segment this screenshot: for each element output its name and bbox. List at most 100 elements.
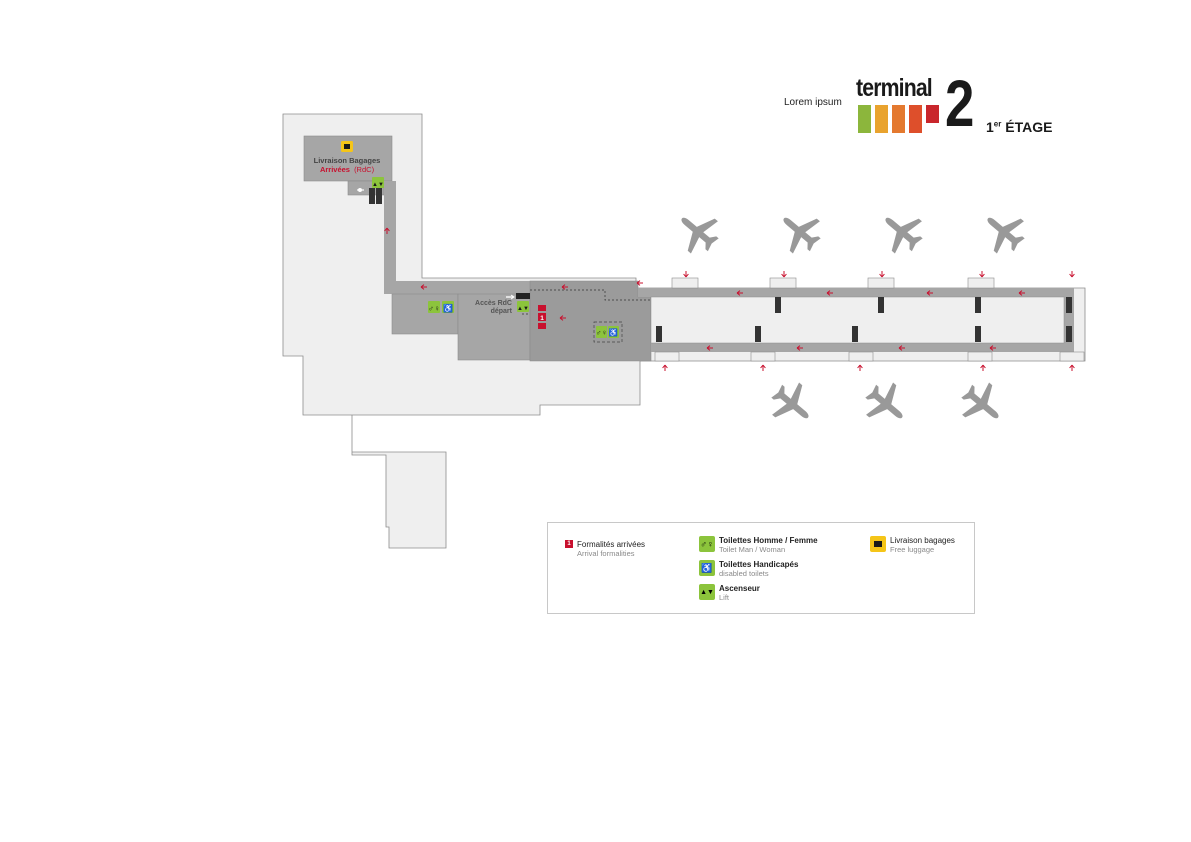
hall-disabled-toilet-icon — [608, 326, 619, 338]
arrival-hall — [529, 280, 652, 362]
stripes-graphic — [858, 105, 939, 133]
legend-toilets-en: Toilet Man / Woman — [719, 545, 786, 554]
gate-bridge — [750, 351, 776, 362]
legend-formalities: 1 Formalités arrivées Arrival formalitie… — [565, 540, 645, 558]
gate-bridge — [967, 351, 993, 362]
exit-marker-icon — [358, 188, 362, 192]
legend-luggage-en: Free luggage — [890, 545, 935, 554]
direction-arrow-icon — [980, 364, 986, 371]
baggage-label-line1: Livraison Bagages — [314, 156, 381, 165]
disabled-toilet-icon — [442, 301, 454, 313]
legend-toilets: ♂♀ Toilettes Homme / Femme Toilet Man / … — [699, 536, 818, 554]
access-lift-glyph: ▲▼ — [517, 306, 529, 312]
direction-arrow-icon — [1069, 271, 1075, 278]
direction-arrow-icon — [1018, 290, 1025, 296]
stairs-marker — [975, 297, 981, 313]
stairs-marker — [656, 326, 662, 342]
direction-arrow-icon — [384, 227, 390, 234]
hall-toilet-icon-glyph: ♂♀ — [596, 328, 607, 337]
floor-number: 1 — [986, 119, 994, 135]
toilet-icon — [428, 301, 440, 313]
legend-lift-en: Lift — [719, 593, 730, 602]
luggage-icon-shape — [344, 144, 350, 149]
lift-icon: ▲▼ — [699, 584, 715, 600]
disabled-toilet-icon: ♿ — [699, 560, 715, 576]
access-lift-icon — [517, 301, 529, 312]
gate-bridge — [654, 351, 680, 362]
formality-marker-1 — [538, 305, 546, 311]
stairs-marker — [852, 326, 858, 342]
corridor-vertical — [384, 181, 396, 294]
baggage-label-line2: Arrivées (RdC) — [320, 165, 375, 174]
formalities-icon: 1 — [565, 540, 573, 548]
stairs-icon — [516, 293, 530, 299]
baggage-label-arrivals: Arrivées — [320, 165, 350, 174]
floor-label: 1er ÉTAGE — [986, 119, 1052, 135]
access-arrow-head-icon — [510, 294, 515, 300]
gate-corridor-top — [638, 288, 1074, 297]
direction-arrow-icon — [683, 271, 689, 278]
floor-word: ÉTAGE — [1005, 119, 1053, 135]
gate-bridge — [867, 277, 895, 289]
gate-bridge — [967, 277, 995, 289]
legend-lift-fr: Ascenseur — [719, 584, 760, 593]
direction-arrow-icon — [559, 315, 566, 321]
direction-arrow-icon — [760, 364, 766, 371]
stairs-marker — [775, 297, 781, 313]
terminal-stripes — [858, 105, 944, 133]
stairs-marker — [1066, 326, 1072, 342]
terminal-number: 2 — [945, 66, 975, 140]
direction-arrow-icon — [826, 290, 833, 296]
direction-arrow-icon — [926, 290, 933, 296]
plane-icon — [771, 382, 809, 419]
gate-bridge — [671, 277, 699, 289]
direction-arrow-icon — [662, 364, 668, 371]
direction-arrow-icon — [736, 290, 743, 296]
legend-luggage-fr: Livraison bagages — [890, 536, 955, 545]
stairs-marker — [975, 326, 981, 342]
direction-arrow-icon — [796, 345, 803, 351]
stairs-marker — [878, 297, 884, 313]
hall-disabled-toilet-glyph: ♿ — [609, 328, 618, 337]
plane-icon — [987, 217, 1025, 254]
legend-formalities-fr: Formalités arrivées — [577, 540, 646, 549]
lift-icon — [372, 177, 384, 188]
stairs-markers — [369, 188, 1072, 342]
direction-arrows — [384, 227, 1075, 371]
gate-corridor-right — [1064, 288, 1074, 352]
stairs-marker — [755, 326, 761, 342]
hall-toilet-icon — [596, 326, 607, 338]
direction-arrow-icon — [1069, 364, 1075, 371]
legend-disabled-en: disabled toilets — [719, 569, 769, 578]
direction-arrow-icon — [898, 345, 905, 351]
formality-marker-3 — [538, 323, 546, 329]
direction-arrow-icon — [879, 271, 885, 278]
plane-icon — [865, 382, 903, 419]
stairs-marker — [369, 188, 375, 204]
legend-disabled: ♿ Toilettes Handicapés disabled toilets — [699, 560, 798, 578]
direction-arrow-icon — [979, 271, 985, 278]
plane-icon — [961, 382, 999, 419]
formality-marker-2 — [538, 313, 546, 321]
legend-formality-number: 1 — [567, 541, 571, 547]
legend-disabled-fr: Toilettes Handicapés — [719, 560, 799, 569]
direction-arrow-icon — [636, 280, 643, 286]
direction-arrow-icon — [781, 271, 787, 278]
luggage-icon — [870, 536, 886, 552]
disabled-toilet-icon-glyph: ♿ — [443, 303, 453, 313]
legend-formalities-en: Arrival formalities — [577, 549, 635, 558]
access-label-line2: départ — [491, 308, 513, 315]
direction-arrow-icon — [706, 345, 713, 351]
stairs-marker — [376, 188, 382, 204]
legend-luggage: Livraison bagages Free luggage — [870, 536, 955, 554]
aircraft — [681, 217, 1025, 419]
direction-arrow-icon — [561, 284, 568, 290]
stairs-marker — [1066, 297, 1072, 313]
direction-arrow-icon — [420, 284, 427, 290]
toilet-room — [391, 293, 459, 335]
access-label-line1: Accès RdC — [475, 300, 512, 307]
dotted-route — [530, 289, 651, 301]
plane-icon — [681, 217, 719, 254]
toilet-icon-glyph: ♂♀ — [428, 304, 440, 313]
